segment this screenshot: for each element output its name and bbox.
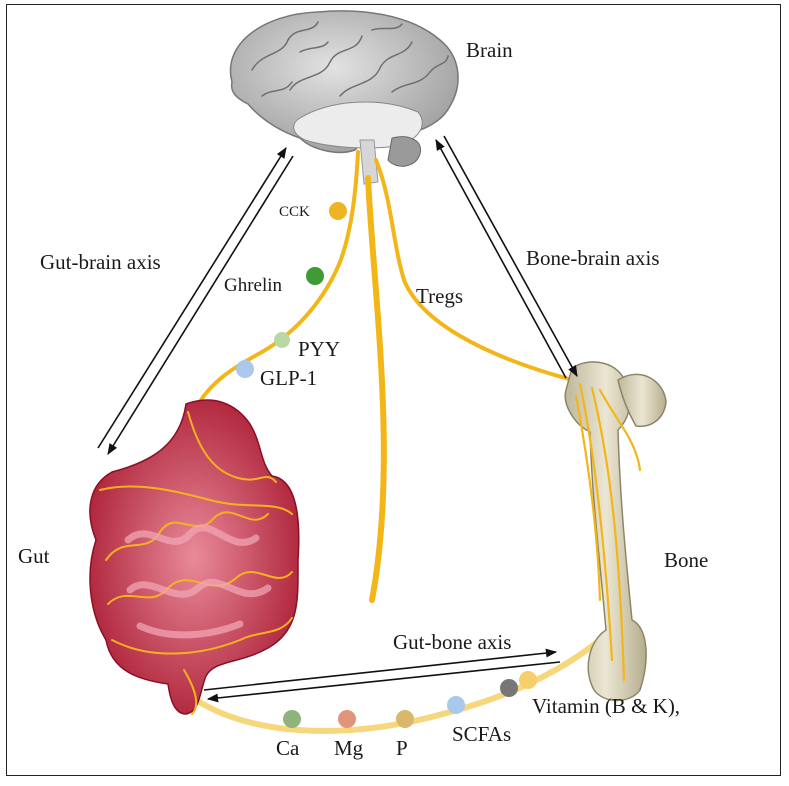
gut-brain-axis-label: Gut-brain axis [40,250,161,274]
gut-bone-arrow-right [203,648,558,691]
gut-label: Gut [18,544,50,568]
nutrient-label-scfas: SCFAs [452,722,512,746]
nutrient-label-p: P [396,736,408,760]
nutrient-dot-mg [338,710,356,728]
nutrient-dot-vitamin-b-k [519,671,537,689]
bone-illustration [564,361,667,702]
brain-label: Brain [466,38,513,62]
brain-illustration [229,10,459,185]
nutrient-markers [283,671,537,728]
bone-brain-arrow-up [435,139,567,379]
nutrient-label-mg: Mg [334,736,364,760]
nerve-pathways [193,150,603,734]
hormone-label-ghrelin: Ghrelin [224,275,283,296]
gut-brain-nerve [193,150,360,412]
hormone-dot-ghrelin [306,267,324,285]
diagram-frame [6,4,781,776]
nutrient-dot-p [396,710,414,728]
central-nerve [365,175,387,603]
gut-brain-arrow-down [107,155,294,455]
nutrient-dot-ca [283,710,301,728]
gut-bone-arrow-left [206,661,561,703]
bone-brain-axis-label: Bone-brain axis [526,246,660,270]
nutrient-dot-unlabeled-4 [500,679,518,697]
gut-bone-axis-label: Gut-bone axis [393,630,512,654]
nutrient-dot-scfas [447,696,465,714]
hormone-dot-cck [329,202,347,220]
gut-illustration [89,399,300,715]
gut-brain-arrow-up [97,147,287,449]
bone-label: Bone [664,548,709,572]
hormone-label-pyy: PYY [298,337,341,361]
nutrient-label-vitamin: Vitamin (B & K), [532,694,681,718]
gut-bone-nerve [193,637,603,734]
tregs-nerve [374,158,582,384]
hormone-label-glp1: GLP-1 [260,366,318,390]
tregs-label: Tregs [416,284,464,308]
hormone-dot-glp-1 [236,360,254,378]
hormone-dot-pyy [274,332,290,348]
nutrient-label-ca: Ca [276,736,300,760]
axis-arrows [97,135,578,703]
bone-brain-arrow-down [443,135,578,377]
hormone-label-cck: CCK [279,204,310,220]
hormone-markers [236,202,347,378]
